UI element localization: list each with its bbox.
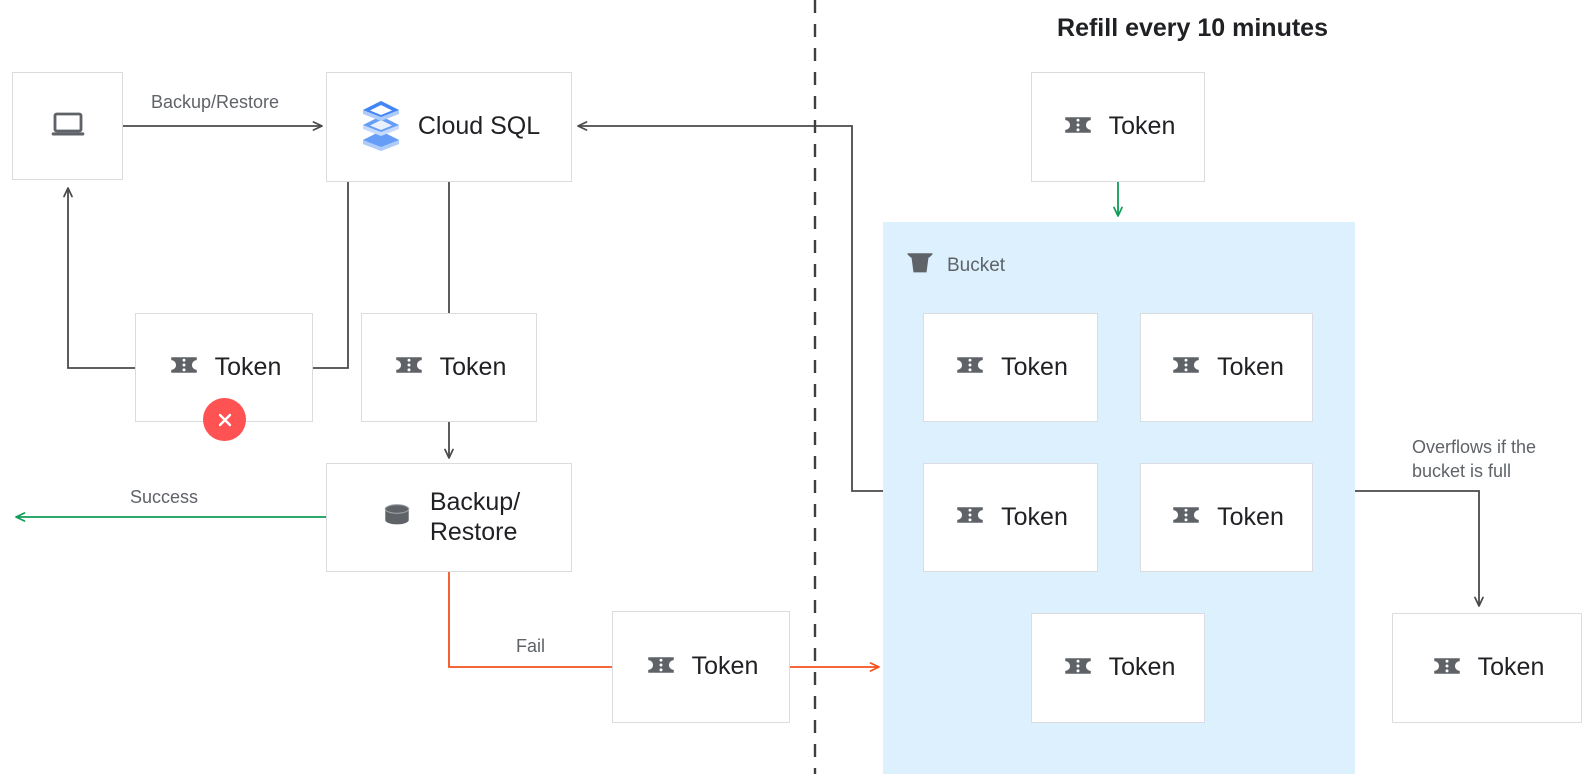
edge-backup-fail-to-token [448, 572, 612, 668]
token-icon [1169, 498, 1203, 537]
cloud-sql-icon [358, 99, 404, 156]
token-icon [1430, 649, 1464, 688]
node-client[interactable] [12, 72, 123, 180]
token-icon [167, 348, 201, 387]
laptop-icon [48, 104, 88, 149]
edge-label-backup-restore: Backup/Restore [151, 92, 280, 112]
node-cloud-sql-label: Cloud SQL [417, 112, 541, 141]
edge-label-fail: Fail [516, 636, 546, 656]
node-bucket-token-4[interactable]: Token [1140, 463, 1313, 572]
error-x-icon [203, 398, 246, 441]
node-bucket-token-2-label: Token [1217, 352, 1284, 381]
node-token-overflow[interactable]: Token [1392, 613, 1582, 723]
bucket-tag-label: Bucket [947, 254, 1006, 276]
node-bucket-token-3[interactable]: Token [923, 463, 1098, 572]
token-icon [644, 648, 678, 687]
node-token-rejected-label: Token [214, 352, 282, 381]
edge-label-success: Success [130, 487, 199, 507]
node-bucket-token-4-label: Token [1217, 502, 1284, 531]
node-bucket-token-5[interactable]: Token [1031, 613, 1205, 723]
bucket-icon [903, 246, 937, 285]
node-bucket-token-2[interactable]: Token [1140, 313, 1313, 422]
edge-token-rejected-to-client [63, 187, 135, 369]
bucket-tag: Bucket [903, 246, 1005, 285]
token-icon [953, 348, 987, 387]
node-bucket-token-1-label: Token [1001, 352, 1068, 381]
node-token-consumed-label: Token [439, 352, 507, 381]
node-backup-restore-label: Backup/ Restore [429, 488, 521, 546]
node-bucket-token-3-label: Token [1001, 502, 1068, 531]
node-token-fail-label: Token [691, 652, 759, 681]
node-cloud-sql[interactable]: Cloud SQL [326, 72, 572, 182]
edge-label-overflow: Overflows if the bucket is full [1412, 435, 1572, 484]
token-icon [1169, 348, 1203, 387]
node-bucket-token-5-label: Token [1108, 653, 1176, 682]
edge-bucket-to-cloudsql [577, 121, 883, 492]
node-token-overflow-label: Token [1477, 653, 1545, 682]
token-icon [392, 348, 426, 387]
token-icon [1061, 108, 1095, 147]
node-token-refill[interactable]: Token [1031, 72, 1205, 182]
node-backup-restore[interactable]: Backup/ Restore [326, 463, 572, 572]
node-token-fail[interactable]: Token [612, 611, 790, 723]
node-token-consumed[interactable]: Token [361, 313, 537, 422]
edge-cloudsql-to-token-rejected [313, 182, 349, 369]
token-icon [953, 498, 987, 537]
edge-label-overflow-line1: Overflows if the [1412, 437, 1537, 457]
node-token-refill-label: Token [1108, 112, 1176, 141]
refill-title: Refill every 10 minutes [1057, 14, 1328, 42]
edge-bucket-overflow-to-token [1355, 490, 1484, 607]
edge-label-overflow-line2: bucket is full [1412, 461, 1512, 482]
database-icon [378, 496, 416, 539]
node-bucket-token-1[interactable]: Token [923, 313, 1098, 422]
token-icon [1061, 649, 1095, 688]
